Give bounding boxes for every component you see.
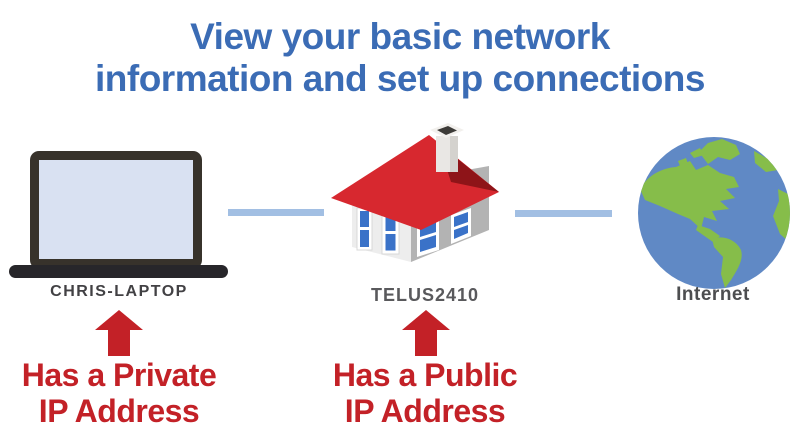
internet-label: Internet bbox=[676, 284, 750, 305]
page-title-line1: View your basic network bbox=[190, 16, 610, 57]
public-ip-callout-line2: IP Address bbox=[344, 393, 506, 429]
page-title-line2: information and set up connections bbox=[95, 58, 705, 99]
laptop-label: CHRIS-LAPTOP bbox=[50, 283, 188, 300]
laptop-icon bbox=[9, 150, 228, 279]
page-title: View your basic network information and … bbox=[0, 16, 800, 100]
globe-icon bbox=[638, 137, 790, 289]
arrow-up-icon-private bbox=[95, 310, 143, 356]
connector-laptop-router bbox=[228, 209, 324, 216]
private-ip-callout-line2: IP Address bbox=[38, 393, 200, 429]
public-ip-callout: Has a Public IP Address bbox=[305, 357, 545, 429]
private-ip-callout: Has a Private IP Address bbox=[0, 357, 239, 429]
private-ip-callout-line1: Has a Private bbox=[21, 357, 217, 393]
house-icon bbox=[327, 122, 507, 284]
connector-router-internet bbox=[515, 210, 612, 217]
router-label: TELUS2410 bbox=[370, 285, 480, 305]
public-ip-callout-line1: Has a Public bbox=[332, 357, 518, 393]
arrow-up-icon-public bbox=[402, 310, 450, 356]
